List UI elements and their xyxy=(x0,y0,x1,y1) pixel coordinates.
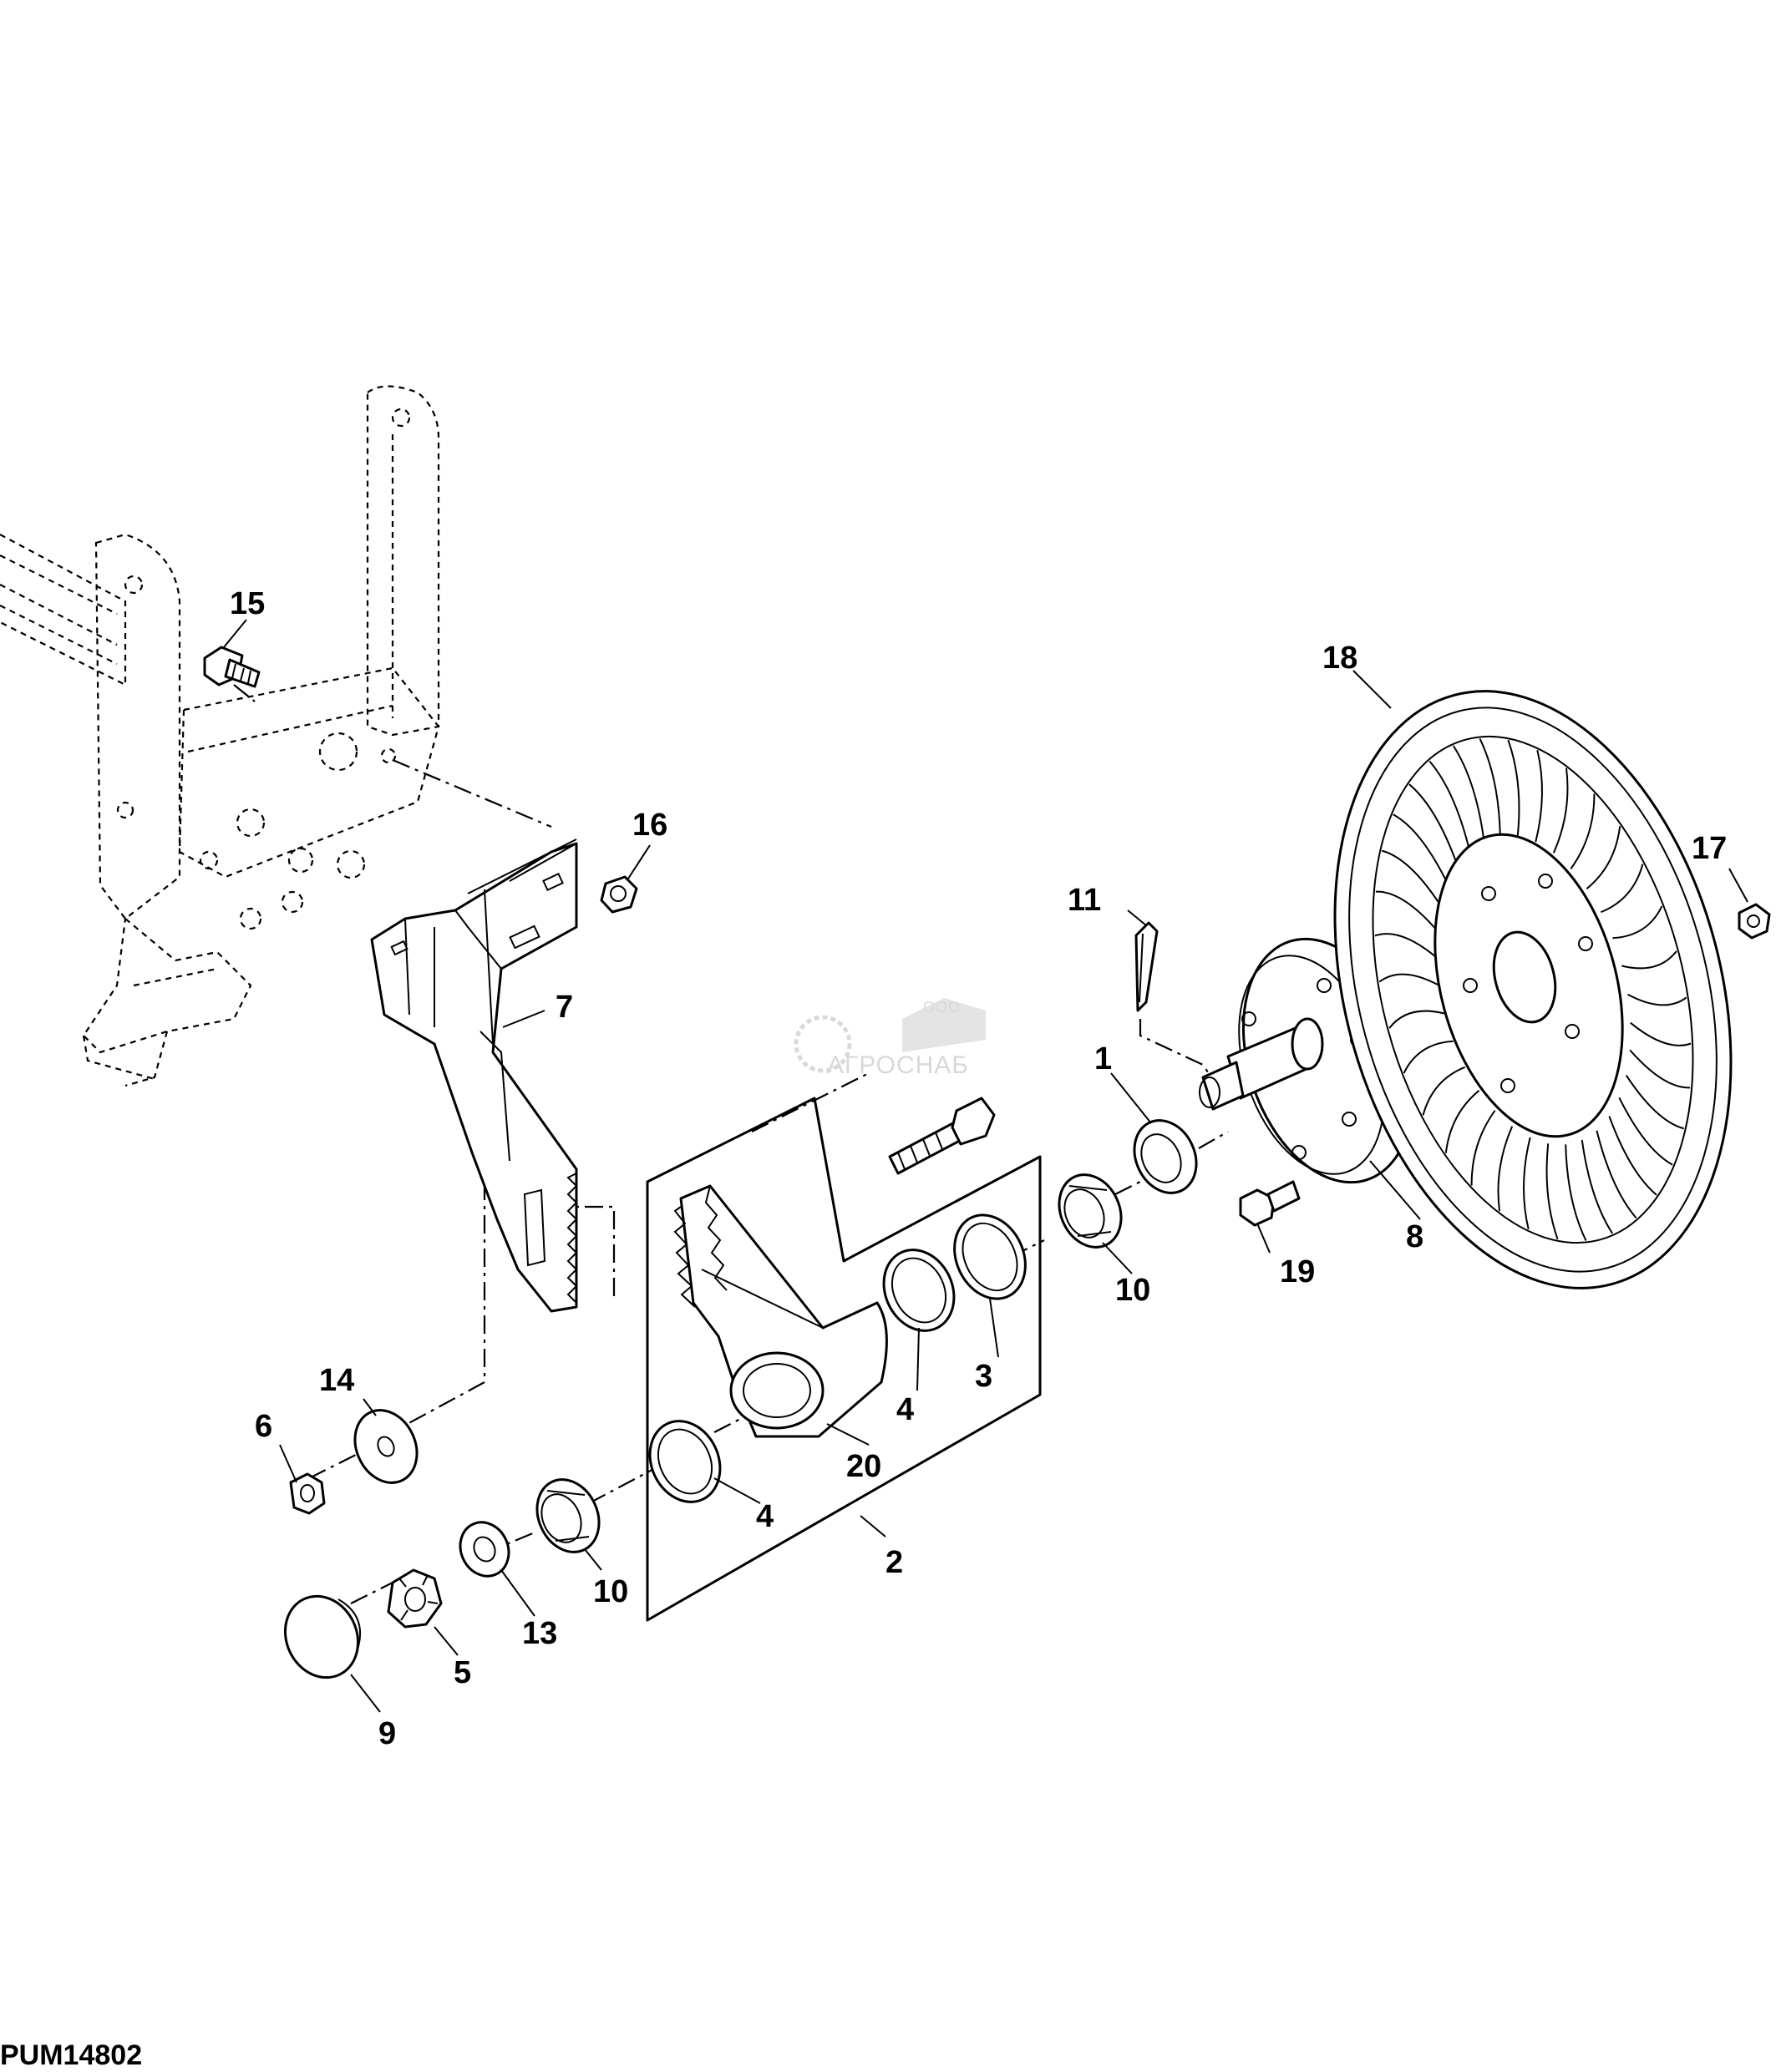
part-18-disc-blade xyxy=(1333,690,1733,1289)
part-13-washer xyxy=(459,1521,510,1578)
figure-code: PUM14802 xyxy=(0,2039,142,2071)
callout-19: 19 xyxy=(1280,1254,1315,1289)
disc-flute xyxy=(1586,826,1621,889)
part-19-bolt xyxy=(1239,1180,1301,1227)
disc-flute xyxy=(1523,1137,1531,1230)
callout-15: 15 xyxy=(230,586,265,621)
callout-16: 16 xyxy=(632,808,667,843)
leader-lines xyxy=(223,619,1748,1713)
disc-flute xyxy=(1393,813,1448,883)
part-5-castle-nut xyxy=(387,1568,443,1629)
callout-11: 11 xyxy=(1068,883,1101,918)
disc-flute xyxy=(1608,1116,1657,1196)
disc-flute xyxy=(1452,745,1485,840)
disc-flute xyxy=(1479,738,1501,835)
disc-flute xyxy=(1625,1075,1685,1130)
assembly-2-pivot-bolt xyxy=(888,1097,996,1175)
part-11-cotter-pin xyxy=(1134,921,1159,1012)
callout-18: 18 xyxy=(1322,641,1357,676)
callout-13: 13 xyxy=(522,1616,557,1651)
disc-flute xyxy=(1618,1097,1673,1166)
callout-3: 3 xyxy=(975,1359,992,1394)
disc-flute xyxy=(1428,760,1470,849)
disc-flute xyxy=(1388,1010,1444,1029)
part-16-nut xyxy=(600,875,638,914)
part-4-bushing-lower xyxy=(648,1420,722,1503)
disc-flute xyxy=(1535,749,1543,843)
callout-5: 5 xyxy=(454,1655,471,1690)
callout-8: 8 xyxy=(1406,1219,1423,1254)
callout-17: 17 xyxy=(1692,831,1727,866)
callout-4-upper: 4 xyxy=(896,1392,914,1427)
disc-flute xyxy=(1600,864,1644,914)
mounting-frame-phantom xyxy=(0,385,440,1087)
assembly-2-outline xyxy=(646,1097,1042,1622)
disc-flute xyxy=(1565,1144,1587,1241)
disc-flute xyxy=(1545,1143,1559,1240)
watermark-logo: ООО АГРОСНАБ xyxy=(794,998,986,1079)
disc-flute xyxy=(1596,1130,1637,1219)
part-15-bolt xyxy=(203,646,261,688)
disc-flute xyxy=(1375,890,1437,930)
disc-flute xyxy=(1552,768,1569,854)
disc-flute xyxy=(1378,973,1439,986)
disc-flute xyxy=(1403,1040,1454,1074)
disc-flute xyxy=(1627,993,1687,1006)
part-6-nut xyxy=(289,1472,326,1515)
disc-flutes xyxy=(1374,738,1692,1241)
callout-9: 9 xyxy=(378,1716,396,1751)
disc-flute xyxy=(1408,783,1458,864)
callout-1: 1 xyxy=(1094,1041,1112,1077)
callout-10-upper: 10 xyxy=(1115,1273,1150,1308)
callout-20: 20 xyxy=(846,1449,881,1484)
part-7-bracket xyxy=(370,838,578,1313)
disc-flute xyxy=(1422,1066,1466,1116)
disc-flute xyxy=(1581,1139,1614,1234)
disc-flute xyxy=(1570,793,1596,869)
callout-2: 2 xyxy=(885,1545,903,1580)
callout-labels: 15 16 7 11 1 18 17 8 19 10 3 4 20 4 2 10… xyxy=(230,586,1727,1751)
part-10-bearing-upper xyxy=(1058,1173,1123,1249)
part-14-washer xyxy=(353,1409,419,1484)
part-9-dust-cap xyxy=(283,1594,362,1679)
watermark-line2: АГРОСНАБ xyxy=(827,1051,969,1079)
callout-6: 6 xyxy=(255,1409,272,1444)
callout-10-lower: 10 xyxy=(593,1574,628,1609)
callout-4-lower: 4 xyxy=(756,1499,774,1534)
disc-flute xyxy=(1497,1126,1514,1212)
disc-flute xyxy=(1621,950,1677,970)
callout-14: 14 xyxy=(319,1363,354,1398)
disc-flute xyxy=(1470,1110,1496,1186)
part-10-bearing-lower xyxy=(535,1478,601,1553)
part-17-nut xyxy=(1738,903,1771,940)
callout-7: 7 xyxy=(556,990,573,1025)
disc-flute xyxy=(1381,849,1441,904)
part-3-bushing xyxy=(953,1213,1027,1300)
part-4-bushing-upper xyxy=(882,1249,956,1332)
disc-flute xyxy=(1629,1049,1691,1089)
watermark-line1: ООО xyxy=(923,999,961,1016)
disc-flute xyxy=(1630,1021,1692,1046)
disc-flute xyxy=(1374,933,1436,958)
disc-flute xyxy=(1507,739,1520,836)
disc-flute xyxy=(1444,1090,1480,1153)
part-1-seal xyxy=(1133,1119,1198,1194)
disc-flute xyxy=(1612,905,1663,940)
part-20-arm xyxy=(673,1184,888,1438)
